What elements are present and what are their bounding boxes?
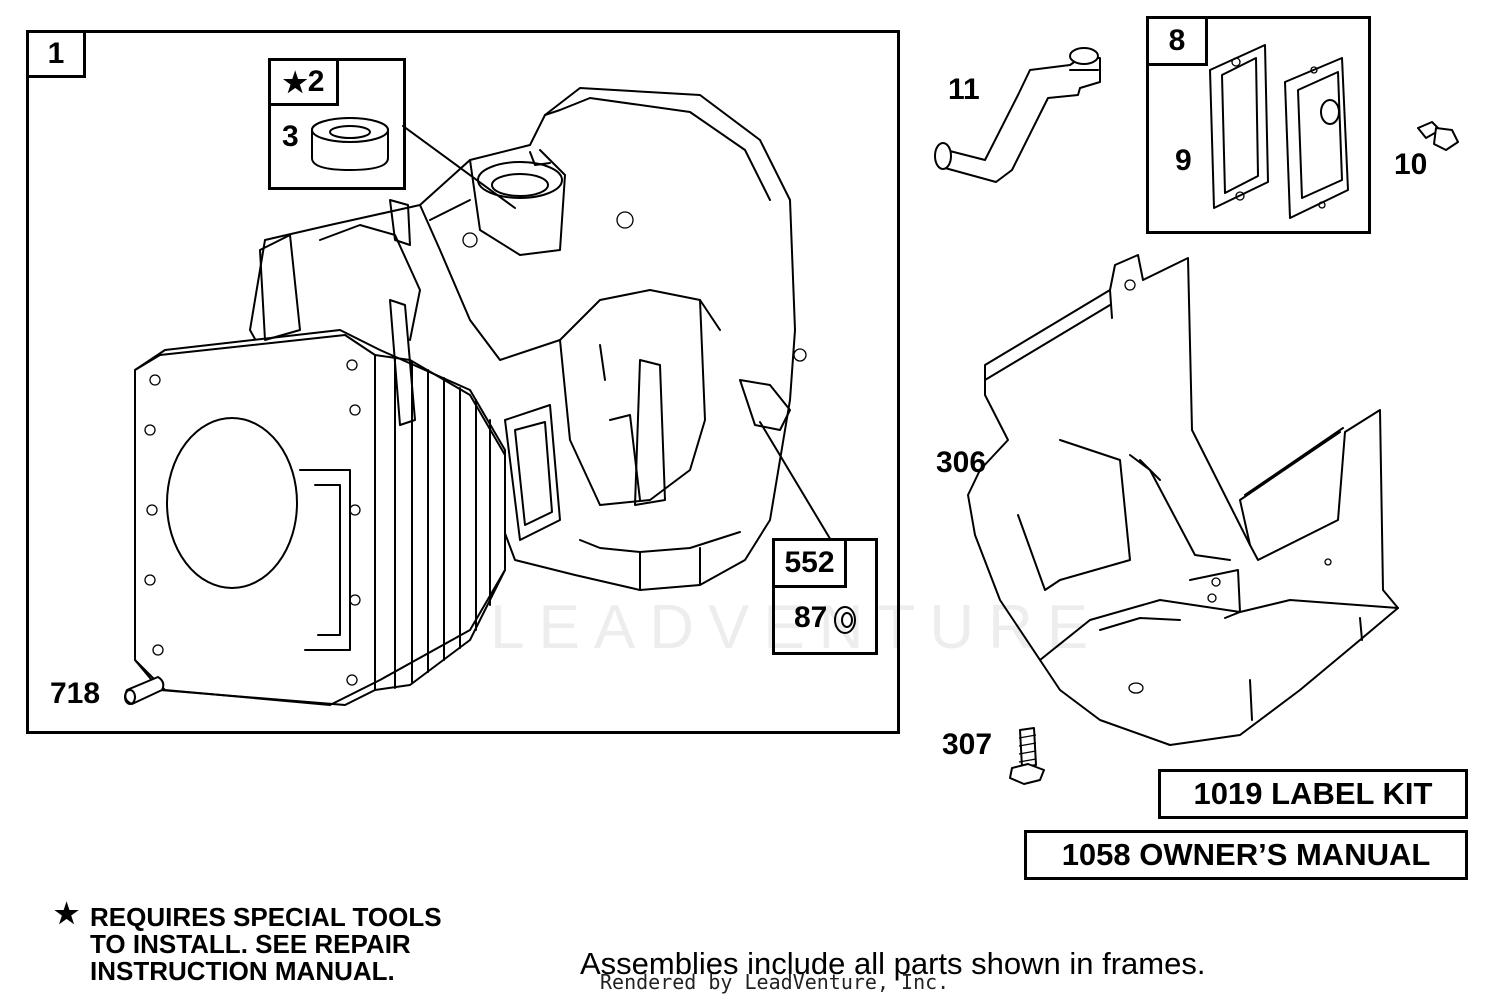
label-part-10[interactable]: 10 — [1394, 148, 1428, 181]
label-part-9[interactable]: 9 — [1175, 144, 1192, 177]
rendered-by-credit: Rendered by LeadVenture, Inc. — [600, 970, 950, 994]
label-part-307[interactable]: 307 — [942, 728, 993, 761]
seal-3-drawing — [311, 117, 389, 171]
special-tools-note: REQUIRES SPECIAL TOOLS TO INSTALL. SEE R… — [90, 904, 442, 985]
breather-gasket-9-drawing — [1209, 44, 1269, 209]
label-part-718[interactable]: 718 — [50, 677, 101, 710]
tag-part-2[interactable]: ★2 — [268, 58, 339, 106]
watermark-text: LEADVENTURE — [490, 593, 1103, 662]
label-part-306[interactable]: 306 — [936, 446, 987, 479]
note-line-3: INSTRUCTION MANUAL. — [90, 956, 395, 986]
tag-part-552[interactable]: 552 — [772, 538, 847, 588]
assemblies-footnote: Assemblies include all parts shown in fr… — [580, 946, 1206, 981]
tag-part-1[interactable]: 1 — [26, 30, 86, 78]
tag-part-8[interactable]: 8 — [1146, 16, 1208, 66]
frame-part-8 — [1146, 16, 1371, 234]
cylinder-shroud-306-drawing — [967, 254, 1399, 746]
note-star-icon: ★ — [54, 898, 80, 929]
leader-line-552 — [759, 421, 833, 543]
note-line-2: TO INSTALL. SEE REPAIR — [90, 929, 411, 959]
special-tool-star-icon: ★ — [282, 66, 308, 98]
breather-cover-drawing — [1284, 57, 1349, 219]
washer-87-drawing — [834, 606, 856, 634]
label-part-11[interactable]: 11 — [948, 73, 980, 106]
tag-part-2-number: 2 — [307, 65, 325, 98]
leader-line-2 — [402, 125, 516, 209]
bolt-307-drawing — [1009, 727, 1045, 785]
frame-part-1 — [26, 30, 900, 734]
label-kit-box[interactable]: 1019 LABEL KIT — [1158, 769, 1468, 819]
dowel-pin-718-drawing — [124, 676, 165, 705]
owners-manual-box[interactable]: 1058 OWNER’S MANUAL — [1024, 830, 1468, 880]
note-line-1: REQUIRES SPECIAL TOOLS — [90, 902, 442, 932]
label-part-3[interactable]: 3 — [282, 120, 299, 153]
engine-block-drawing — [134, 87, 807, 706]
breather-tube-11-drawing — [934, 47, 1101, 183]
screw-10-drawing — [1417, 121, 1459, 151]
label-part-87[interactable]: 87 — [794, 601, 828, 634]
